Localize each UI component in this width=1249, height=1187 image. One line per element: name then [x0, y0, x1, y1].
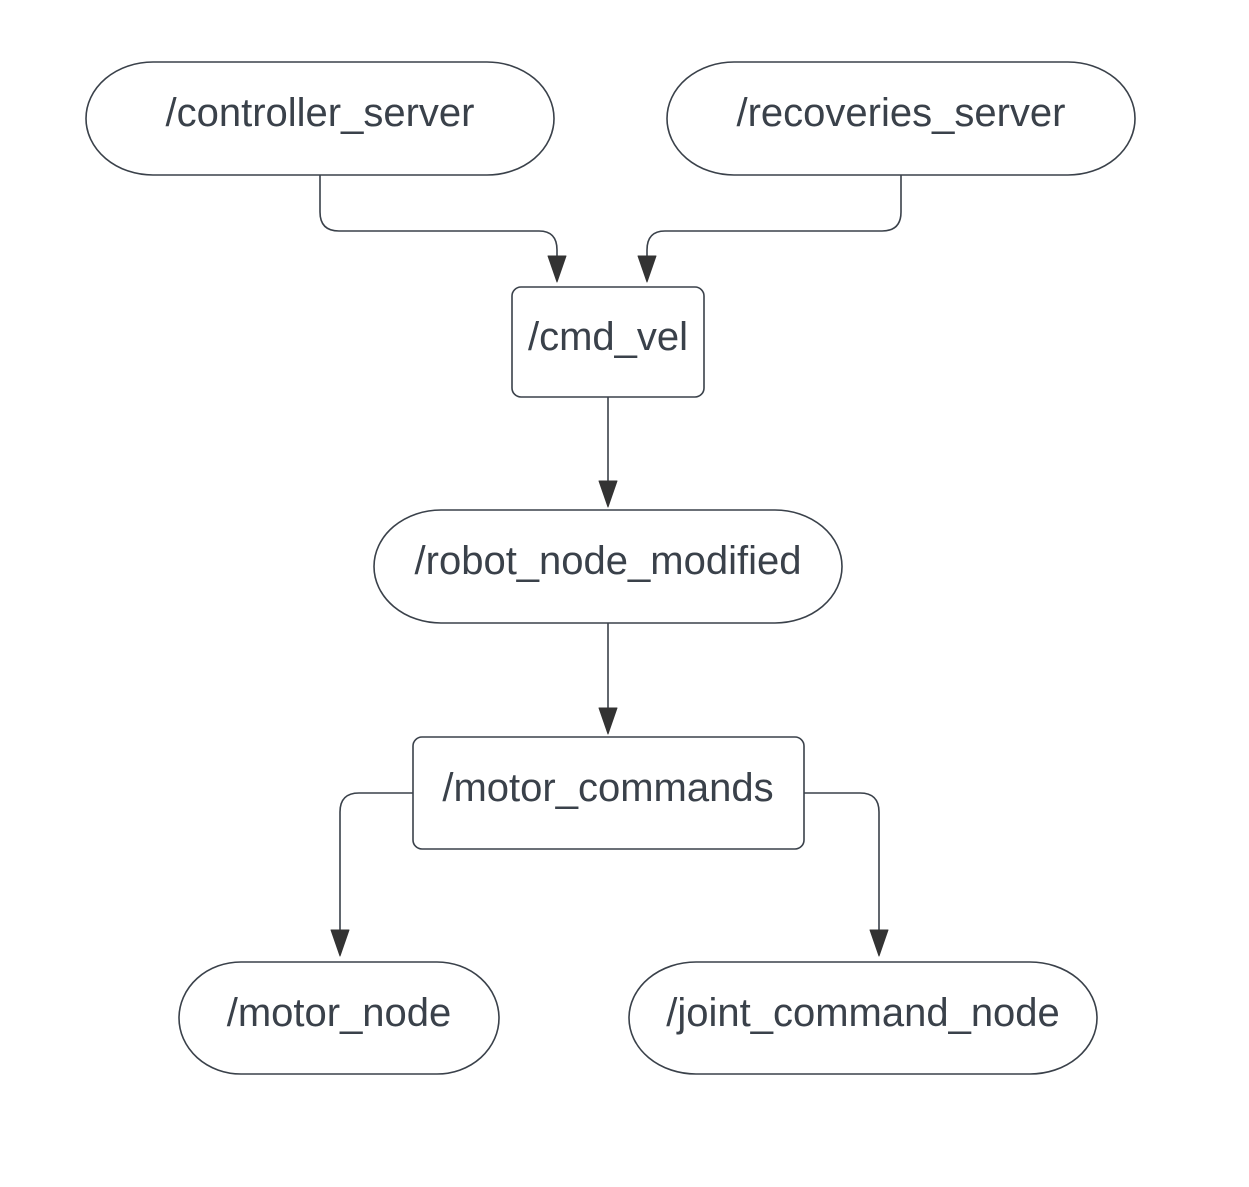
- node-controller-server[interactable]: /controller_server: [85, 61, 555, 176]
- edge-robot-node-modified-to-motor-commands: [598, 623, 618, 735]
- node-pill: [373, 509, 843, 624]
- edge-controller-server-to-cmd-vel: [319, 175, 567, 283]
- edge-motor-commands-to-motor-node: [330, 792, 413, 957]
- topic-box: [511, 286, 705, 398]
- topic-label: /motor_commands: [442, 766, 773, 810]
- edge-motor-commands-to-joint-command-node: [804, 792, 889, 957]
- topic-cmd-vel[interactable]: /cmd_vel: [511, 286, 705, 398]
- arrowhead-icon: [598, 707, 618, 735]
- topic-box: [412, 736, 805, 850]
- node-label: /motor_node: [227, 991, 452, 1035]
- node-robot-node-modified[interactable]: /robot_node_modified: [373, 509, 843, 624]
- node-pill: [666, 61, 1136, 176]
- edges: [319, 175, 902, 957]
- topic-motor-commands[interactable]: /motor_commands: [412, 736, 805, 850]
- node-label: /joint_command_node: [666, 991, 1060, 1035]
- arrowhead-icon: [637, 255, 657, 283]
- arrowhead-icon: [547, 255, 567, 283]
- edge-line: [646, 175, 902, 256]
- node-label: /controller_server: [165, 91, 474, 135]
- node-pill: [178, 961, 500, 1075]
- node-pill: [85, 61, 555, 176]
- arrowhead-icon: [330, 929, 350, 957]
- edge-line: [319, 175, 558, 256]
- node-motor-node[interactable]: /motor_node: [178, 961, 500, 1075]
- arrowhead-icon: [598, 480, 618, 508]
- edge-line: [804, 792, 880, 930]
- edge-recoveries-server-to-cmd-vel: [637, 175, 902, 283]
- node-recoveries-server[interactable]: /recoveries_server: [666, 61, 1136, 176]
- node-label: /recoveries_server: [736, 91, 1065, 135]
- arrowhead-icon: [869, 929, 889, 957]
- node-label: /robot_node_modified: [415, 539, 802, 583]
- topic-label: /cmd_vel: [528, 315, 688, 359]
- edge-line: [339, 792, 413, 930]
- edge-cmd-vel-to-robot-node-modified: [598, 397, 618, 508]
- node-pill: [628, 961, 1098, 1075]
- node-joint-command-node[interactable]: /joint_command_node: [628, 961, 1098, 1075]
- nodes: /controller_server /recoveries_server /c…: [85, 61, 1136, 1075]
